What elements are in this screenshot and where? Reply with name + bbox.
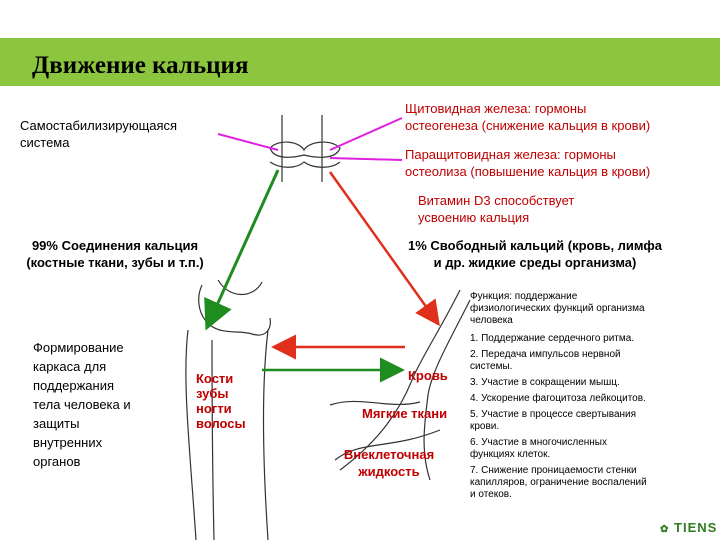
function-item: 1. Поддержание сердечного ритма. <box>470 333 635 344</box>
arrow-red-down <box>328 171 440 327</box>
function-item: 4. Ускорение фагоцитоза лейкоцитов. <box>470 393 646 404</box>
functions-list: 1. Поддержание сердечного ритма. 2. Пере… <box>470 333 647 501</box>
thyroid-sketch <box>269 115 341 182</box>
blood-label: Кровь <box>408 368 448 383</box>
title-bar <box>0 38 720 86</box>
soft-tissue-label: Мягкие ткани <box>362 406 448 421</box>
brand-logo: ✿ TIENS <box>660 520 718 535</box>
tissue-sketch <box>329 289 471 481</box>
pointer-parathyroid <box>329 157 403 161</box>
bone-sketch <box>185 279 271 540</box>
pointer-self-stab <box>217 133 279 151</box>
arrow-green-down <box>204 169 280 331</box>
bound-calcium-label: 99% Соединения кальция(костные ткани, зу… <box>26 238 204 270</box>
pointer-thyroid <box>329 117 403 151</box>
page-title: Движение кальция <box>32 52 249 79</box>
function-item: 3. Участие в сокращении мышц. <box>470 377 620 388</box>
